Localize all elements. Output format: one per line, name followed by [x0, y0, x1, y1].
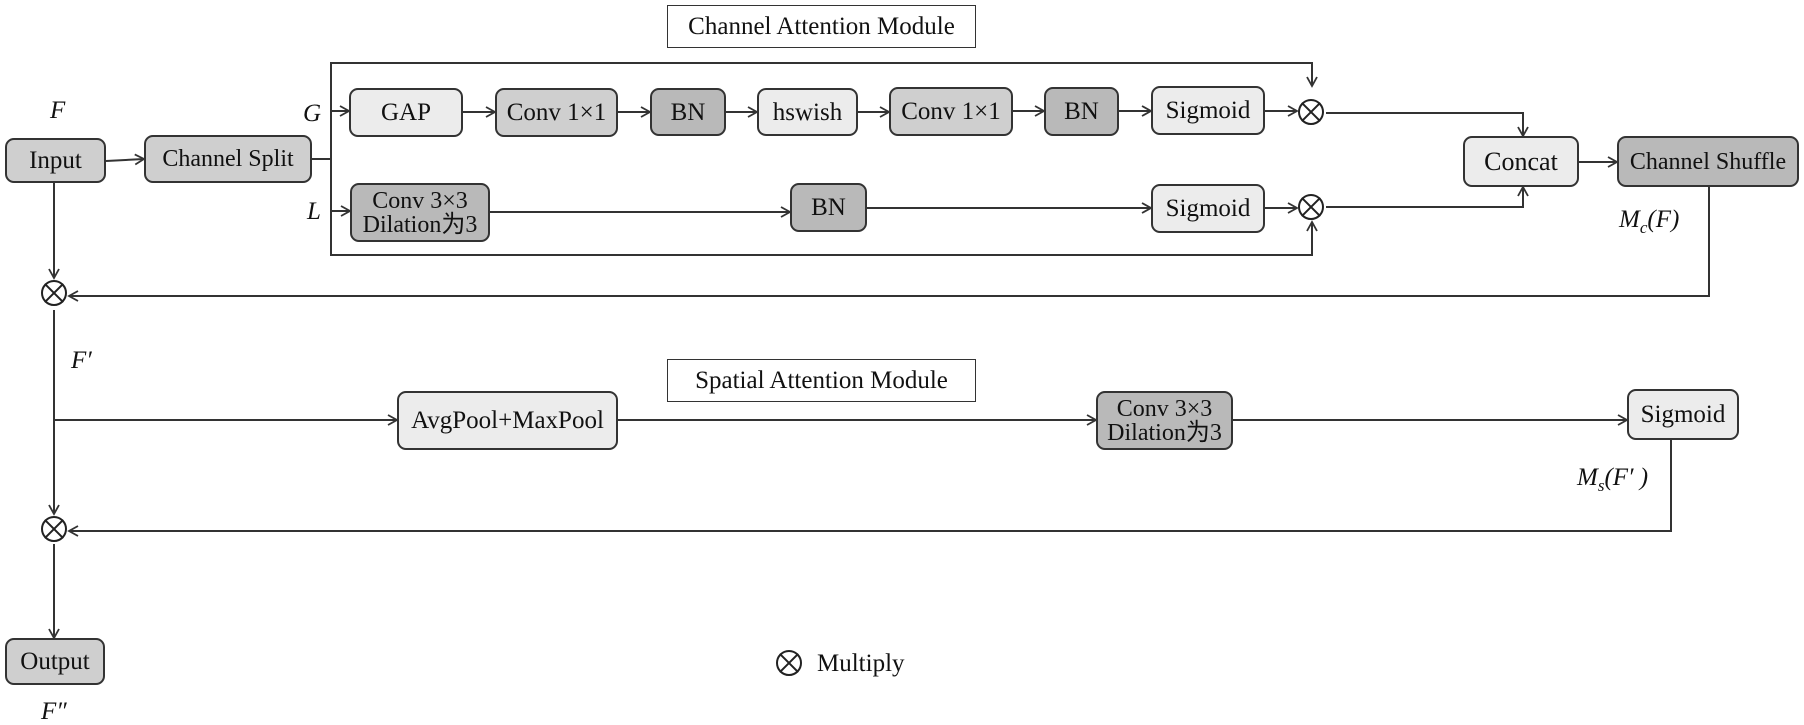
spatial-attention-title: Spatial Attention Module — [667, 359, 976, 402]
hswish-node: hswish — [757, 88, 858, 136]
label-ms-base: M — [1577, 464, 1598, 491]
label-f-double-prime: F″ — [41, 698, 67, 725]
avgpool-maxpool-node: AvgPool+MaxPool — [397, 391, 618, 450]
line-mull-concat — [1326, 185, 1529, 208]
multiply-icon-2 — [41, 516, 67, 542]
channel-frame-bottom — [330, 160, 1318, 256]
sigmoid-node-s: Sigmoid — [1627, 389, 1739, 440]
line-sigmoid-mul2 — [67, 440, 1672, 537]
multiply-icon-l — [1298, 194, 1324, 220]
dilated-conv3x3-node: Conv 3×3 Dilation为3 — [350, 183, 490, 242]
label-mc-sub: c — [1639, 218, 1648, 237]
sigmoid-node-g: Sigmoid — [1151, 86, 1265, 135]
label-f-prime: F′ — [71, 347, 92, 374]
label-mc-arg: (F) — [1647, 206, 1680, 233]
bn-node-2: BN — [1044, 87, 1119, 136]
bn-node-l: BN — [790, 183, 867, 232]
channel-attention-title: Channel Attention Module — [667, 5, 976, 48]
spatial-conv-line1: Conv 3×3 — [1116, 395, 1213, 422]
label-mc: Mc(F) — [1619, 207, 1679, 236]
channel-shuffle-node: Channel Shuffle — [1617, 136, 1799, 187]
spatial-dilated-conv-node: Conv 3×3 Dilation为3 — [1096, 391, 1233, 450]
bn-node-1: BN — [650, 88, 726, 136]
sigmoid-node-l: Sigmoid — [1151, 184, 1265, 233]
legend-multiply-label: Multiply — [817, 650, 905, 677]
multiply-icon-1 — [41, 280, 67, 306]
output-node: Output — [5, 638, 105, 685]
dilated-conv-line1: Conv 3×3 — [372, 187, 468, 214]
multiply-legend-icon — [776, 650, 802, 676]
label-f: F — [50, 97, 66, 124]
spatial-conv-line2: Dilation为3 — [1107, 419, 1222, 446]
input-node: Input — [5, 138, 106, 183]
label-ms-sub: s — [1597, 476, 1605, 495]
arrow-input-split — [105, 153, 146, 166]
multiply-icon-g — [1298, 99, 1324, 125]
label-ms: Ms(F′ ) — [1577, 465, 1648, 494]
conv1x1-node-a: Conv 1×1 — [495, 88, 618, 137]
concat-node: Concat — [1463, 136, 1579, 187]
channel-split-node: Channel Split — [144, 135, 312, 183]
line-mulg-concat — [1326, 112, 1529, 138]
gap-node: GAP — [349, 88, 463, 137]
label-g: G — [303, 100, 322, 127]
line-shuffle-mul1 — [67, 187, 1710, 302]
label-ms-arg: (F′ ) — [1604, 464, 1649, 491]
dilated-conv-line2: Dilation为3 — [362, 211, 478, 238]
label-l: L — [307, 198, 321, 225]
label-mc-base: M — [1619, 206, 1640, 233]
conv1x1-node-b: Conv 1×1 — [889, 87, 1013, 136]
